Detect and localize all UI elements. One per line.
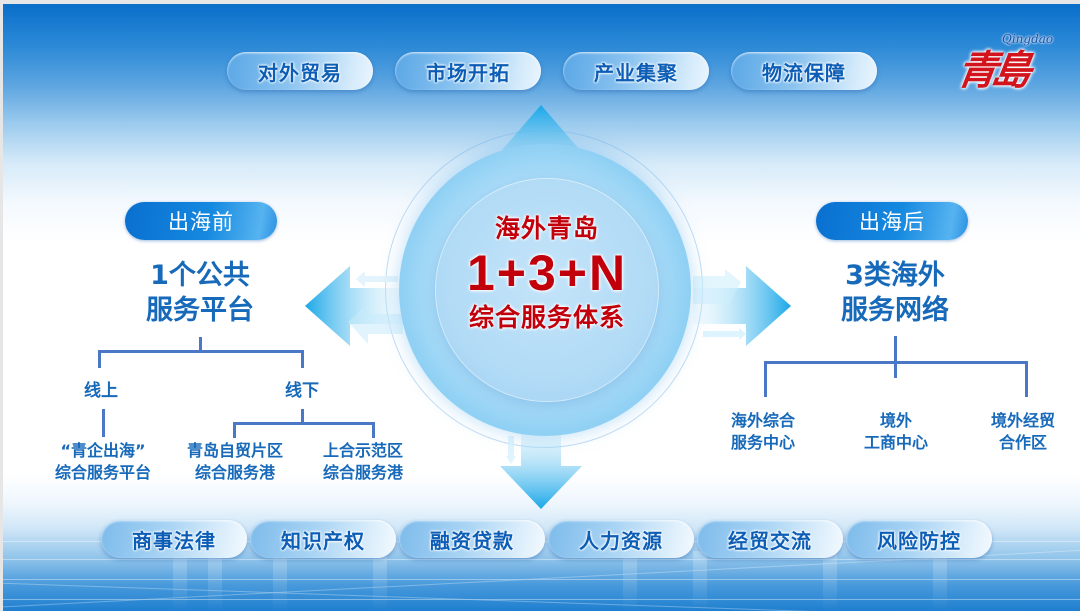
pill-label: 经贸交流	[728, 528, 812, 553]
node-line-1: 上合示范区	[322, 441, 403, 460]
center-title: 海外青岛 1+3+N 综合服务体系	[436, 214, 658, 334]
branch-offline: 线下	[285, 381, 319, 401]
node-line-1: “青企出海”	[60, 441, 146, 460]
left-headline-line-2: 服务平台	[146, 295, 254, 326]
pill-trade-exchange: 经贸交流	[697, 520, 843, 558]
connector	[98, 350, 304, 353]
phase-label: 出海前	[168, 210, 234, 234]
node-line-2: 综合服务港	[194, 463, 275, 482]
pill-industry-cluster: 产业集聚	[563, 52, 709, 90]
connector	[301, 350, 304, 368]
pill-intellectual-property: 知识产权	[250, 520, 396, 558]
center-line-3: 综合服务体系	[468, 303, 625, 332]
connector	[372, 422, 375, 438]
node-line-2: 合作区	[998, 433, 1047, 452]
pill-logistics: 物流保障	[731, 52, 877, 90]
diagram-canvas: 青島 Qingdao 对外贸易 市场开拓 产业集聚 物流保障	[3, 4, 1080, 611]
connector	[98, 350, 101, 368]
node-line-2: 服务中心	[730, 433, 795, 452]
pill-market-expansion: 市场开拓	[395, 52, 541, 90]
pill-label: 商事法律	[132, 528, 216, 553]
right-headline-line-2: 服务网络	[841, 295, 949, 326]
arrow-right-icon	[693, 266, 791, 346]
phase-label: 出海后	[859, 210, 925, 234]
pill-label: 对外贸易	[258, 60, 342, 85]
pill-label: 市场开拓	[426, 60, 510, 85]
pill-label: 物流保障	[762, 60, 846, 85]
connector	[894, 336, 897, 378]
node-line-1: 青岛自贸片区	[186, 441, 283, 460]
node-overseas-service-center: 海外综合 服务中心	[713, 410, 813, 454]
node-overseas-business-center: 境外 工商中心	[846, 410, 946, 454]
pill-label: 知识产权	[281, 528, 365, 553]
pill-label: 融资贷款	[430, 528, 514, 553]
pill-label: 产业集聚	[594, 60, 678, 85]
connector	[233, 422, 236, 438]
pill-risk-control: 风险防控	[846, 520, 992, 558]
logo-latin: Qingdao	[1002, 32, 1054, 46]
arrow-left-icon	[305, 266, 403, 346]
connector	[301, 409, 304, 423]
center-inner-disc	[436, 179, 658, 401]
pill-financing: 融资贷款	[399, 520, 545, 558]
node-line-2: 综合服务港	[322, 463, 403, 482]
connector	[764, 361, 1028, 364]
direction-arrows	[305, 105, 791, 509]
pill-foreign-trade: 对外贸易	[227, 52, 373, 90]
qingdao-logo: 青島 Qingdao	[954, 26, 1058, 96]
center-line-2: 1+3+N	[466, 245, 628, 301]
connector	[102, 409, 105, 437]
connector	[1025, 361, 1028, 397]
phase-pill-before: 出海前	[125, 202, 277, 240]
node-line-2: 工商中心	[863, 433, 928, 452]
pill-label: 人力资源	[579, 528, 663, 553]
node-line-1: 海外综合	[730, 411, 795, 430]
node-trade-cooperation-zone: 境外经贸 合作区	[973, 410, 1073, 454]
node-line-2: 综合服务平台	[54, 463, 151, 482]
node-line-1: 境外	[879, 411, 912, 430]
left-headline: 1个公共 服务平台	[100, 258, 300, 328]
connector	[764, 361, 767, 397]
right-headline-line-1: 3类海外	[845, 260, 945, 291]
phase-pill-after: 出海后	[816, 202, 968, 240]
pill-human-resources: 人力资源	[548, 520, 694, 558]
connector	[233, 422, 375, 425]
center-line-1: 海外青岛	[494, 214, 599, 243]
node-ftz-hub: 青岛自贸片区 综合服务港	[168, 440, 302, 484]
bottom-grid-decoration	[3, 521, 1080, 611]
node-online-platform: “青企出海” 综合服务平台	[33, 440, 173, 484]
node-sco-hub: 上合示范区 综合服务港	[303, 440, 423, 484]
arrow-down-icon	[500, 434, 582, 509]
node-line-1: 境外经贸	[990, 411, 1055, 430]
pill-commercial-law: 商事法律	[101, 520, 247, 558]
right-headline: 3类海外 服务网络	[795, 258, 995, 328]
pill-label: 风险防控	[877, 528, 961, 553]
left-headline-line-1: 1个公共	[150, 260, 250, 291]
connector	[199, 337, 202, 351]
branch-online: 线上	[84, 381, 118, 401]
